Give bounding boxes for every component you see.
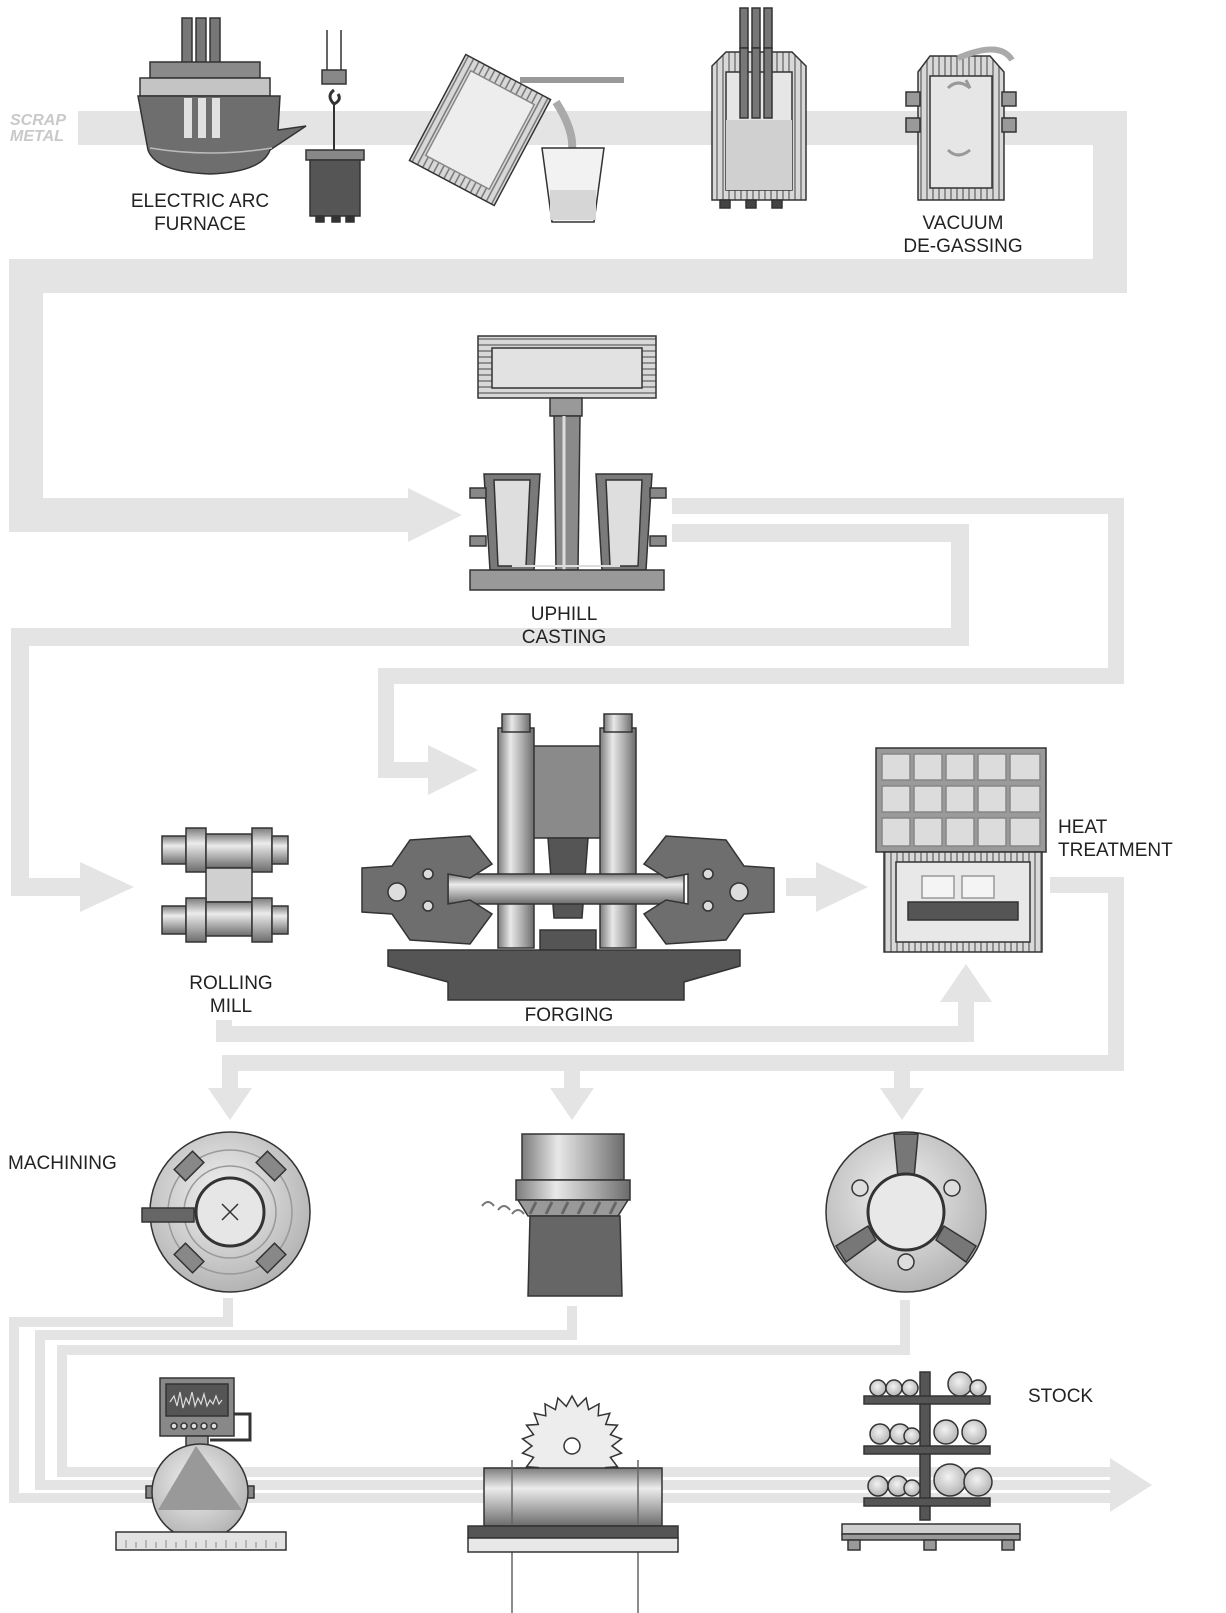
electric-arc-furnace-label: ELECTRIC ARC FURNACE (126, 190, 274, 236)
boring-chuck-icon (825, 1131, 987, 1293)
forging-label: FORGING (524, 1005, 614, 1026)
vacuum-label-line2: DE-GASSING (903, 236, 1023, 257)
eaf-label-line1: ELECTRIC ARC (130, 191, 270, 212)
heat-label-line1: HEAT (1058, 817, 1108, 838)
scrap-label-line1: SCRAP (10, 112, 67, 129)
heat-label-line2: TREATMENT (1058, 840, 1173, 861)
vacuum-degassing-label: VACUUM DE-GASSING (896, 212, 1030, 258)
uphill-label-line1: UPHILL (530, 604, 598, 625)
eaf-label-line2: FURNACE (154, 214, 246, 235)
uphill-casting-icon (469, 335, 667, 591)
rolling-label-line2: MILL (209, 996, 253, 1017)
uphill-label-line2: CASTING (521, 627, 607, 648)
scrap-metal-label: SCRAP METAL (10, 113, 66, 145)
forging-press-icon (361, 713, 775, 1001)
ladle-furnace-icon (711, 7, 807, 209)
circular-saw-icon (467, 1394, 679, 1613)
machining-label: MACHINING (8, 1153, 117, 1174)
heat-treatment-furnace-icon (875, 747, 1047, 953)
rolling-mill-icon (161, 827, 289, 943)
milling-cutter-icon (481, 1133, 631, 1297)
rolling-label-line1: ROLLING (189, 973, 273, 994)
flow-arrowheads (80, 488, 1152, 1512)
vacuum-degassing-icon (905, 46, 1017, 201)
scrap-label-line2: METAL (10, 128, 64, 145)
ladle-crane-icon (305, 30, 365, 223)
rolling-mill-label: ROLLING MILL (176, 972, 286, 1018)
heat-treatment-label: HEAT TREATMENT (1058, 816, 1173, 862)
ultrasonic-inspection-icon (115, 1377, 287, 1551)
uphill-casting-label: UPHILL CASTING (502, 603, 626, 649)
ladle-pouring-icon (408, 53, 624, 223)
stock-rack-icon (841, 1371, 1021, 1551)
stock-label: STOCK (1028, 1386, 1094, 1407)
electric-arc-furnace-icon (137, 17, 307, 175)
lathe-chuck-icon (141, 1131, 311, 1293)
vacuum-label-line1: VACUUM (922, 213, 1004, 234)
